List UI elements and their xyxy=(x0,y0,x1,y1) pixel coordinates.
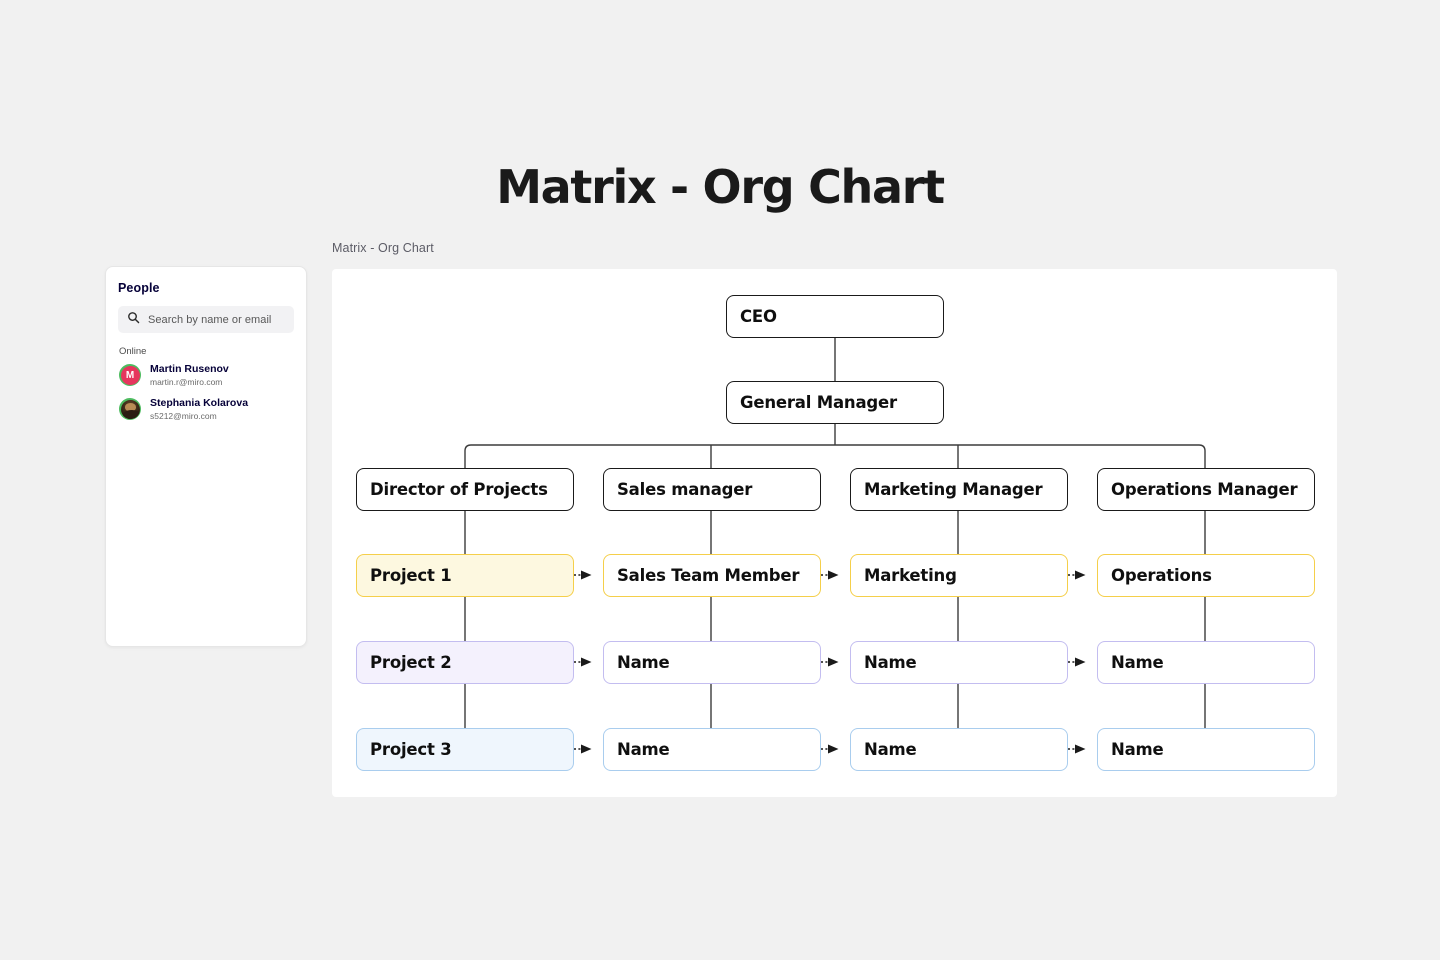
node-sales-manager[interactable]: Sales manager xyxy=(603,468,821,511)
person-name: Martin Rusenov xyxy=(150,363,229,375)
node-operations[interactable]: Operations xyxy=(1097,554,1315,597)
node-project-2[interactable]: Project 2 xyxy=(356,641,574,684)
node-operations-manager[interactable]: Operations Manager xyxy=(1097,468,1315,511)
person-info: Stephania Kolarova s5212@miro.com xyxy=(150,397,248,422)
page-title: Matrix - Org Chart xyxy=(496,160,945,214)
person-info: Martin Rusenov martin.r@miro.com xyxy=(150,363,229,388)
node-marketing[interactable]: Marketing xyxy=(850,554,1068,597)
avatar-photo xyxy=(120,399,140,419)
node-project-1[interactable]: Project 1 xyxy=(356,554,574,597)
node-sales-team-member[interactable]: Sales Team Member xyxy=(603,554,821,597)
people-panel: People Search by name or email Online M … xyxy=(105,266,307,647)
frame-label: Matrix - Org Chart xyxy=(332,241,434,255)
search-input[interactable]: Search by name or email xyxy=(118,306,294,333)
node-row2-marketing-name[interactable]: Name xyxy=(850,641,1068,684)
person-email: s5212@miro.com xyxy=(150,410,217,421)
node-row3-sales-name[interactable]: Name xyxy=(603,728,821,771)
connector-edges xyxy=(464,338,1206,754)
person-email: martin.r@miro.com xyxy=(150,377,223,388)
node-director-of-projects[interactable]: Director of Projects xyxy=(356,468,574,511)
search-icon xyxy=(127,311,140,329)
node-general-manager[interactable]: General Manager xyxy=(726,381,944,424)
list-item[interactable]: M Martin Rusenov martin.r@miro.com xyxy=(118,363,294,388)
avatar-initial: M xyxy=(120,365,140,385)
node-row3-operations-name[interactable]: Name xyxy=(1097,728,1315,771)
node-row2-sales-name[interactable]: Name xyxy=(603,641,821,684)
avatar xyxy=(119,398,141,421)
node-ceo[interactable]: CEO xyxy=(726,295,944,338)
online-section-label: Online xyxy=(119,346,147,357)
org-chart-canvas: CEO General Manager Director of Projects… xyxy=(332,269,1337,797)
people-panel-title: People xyxy=(118,281,160,295)
list-item[interactable]: Stephania Kolarova s5212@miro.com xyxy=(118,397,294,422)
person-name: Stephania Kolarova xyxy=(150,396,249,409)
node-row2-operations-name[interactable]: Name xyxy=(1097,641,1315,684)
node-marketing-manager[interactable]: Marketing Manager xyxy=(850,468,1068,511)
node-row3-marketing-name[interactable]: Name xyxy=(850,728,1068,771)
node-project-3[interactable]: Project 3 xyxy=(356,728,574,771)
avatar: M xyxy=(119,364,141,387)
search-placeholder: Search by name or email xyxy=(148,313,272,326)
